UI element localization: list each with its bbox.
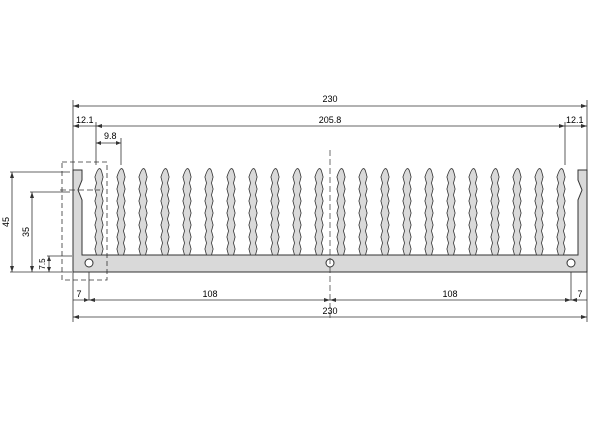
label-overall-width: 230 (322, 94, 337, 104)
fin (204, 168, 214, 256)
fin (138, 168, 148, 256)
fin (468, 168, 478, 256)
fins-group (94, 168, 566, 256)
fin (336, 168, 346, 256)
label-right-offset: 12.1 (566, 115, 584, 125)
fin (380, 168, 390, 256)
fin (94, 168, 104, 256)
label-left-offset: 12.1 (76, 115, 94, 125)
fin (490, 168, 500, 256)
detail-box (61, 161, 108, 281)
fin (556, 168, 566, 256)
fin (248, 168, 258, 256)
fin (446, 168, 456, 256)
mounting-hole-left (84, 258, 94, 268)
fin (358, 168, 368, 256)
arrow-heads (10, 104, 587, 319)
center-lines (60, 150, 331, 320)
heatsink-profile (72, 168, 588, 273)
label-right-hole-span: 108 (442, 289, 457, 299)
fin (182, 168, 192, 256)
fin (424, 168, 434, 256)
label-left-hole-span: 108 (202, 289, 217, 299)
fin (116, 168, 126, 256)
label-base-height: 7.5 (38, 258, 47, 270)
label-bottom-width: 230 (322, 306, 337, 316)
label-inner-span: 205.8 (319, 115, 342, 125)
fin (512, 168, 522, 256)
label-left-edge: 7 (76, 289, 81, 299)
label-total-height: 45 (1, 217, 11, 227)
fin (534, 168, 544, 256)
fin (292, 168, 302, 256)
fin (270, 168, 280, 256)
label-fin-height: 35 (21, 227, 31, 237)
fin (314, 168, 324, 256)
base-plate (72, 169, 588, 273)
fin (402, 168, 412, 256)
fin (226, 168, 236, 256)
label-right-edge: 7 (577, 289, 582, 299)
mounting-hole-right (566, 258, 576, 268)
label-fin-pitch: 9.8 (104, 131, 117, 141)
dimension-labels: 230 205.8 12.1 12.1 9.8 45 35 7.5 7 108 … (1, 94, 584, 316)
fin (160, 168, 170, 256)
